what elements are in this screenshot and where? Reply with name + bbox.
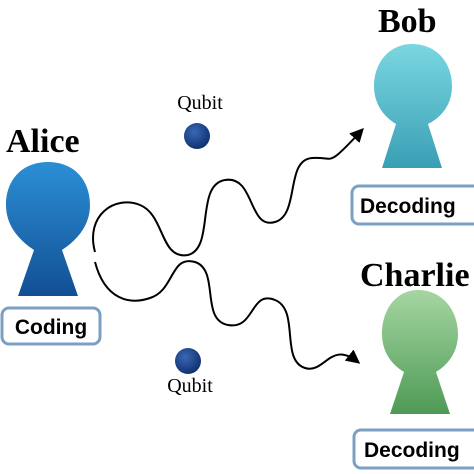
charlie-figure-icon (382, 290, 458, 414)
bob-group: Bob Decoding (350, 3, 474, 226)
charlie-name: Charlie (360, 257, 470, 294)
lower-wavy-arrow (94, 260, 361, 370)
lower-qubit-label: Qubit (167, 375, 213, 397)
bob-decoding-label: Decoding (360, 195, 456, 218)
alice-group: Alice Coding (0, 123, 102, 346)
bob-decoding-box (350, 184, 474, 226)
charlie-decoding-label: Decoding (364, 439, 460, 462)
alice-name: Alice (6, 123, 80, 160)
bob-figure-icon (374, 44, 452, 168)
upper-qubit-label: Qubit (177, 92, 223, 114)
upper-qubit: Qubit (177, 92, 223, 149)
alice-coding-label: Coding (15, 316, 87, 339)
upper-qubit-dot (184, 123, 210, 149)
lower-qubit-dot (175, 348, 201, 374)
charlie-group: Charlie Decoding (352, 257, 474, 470)
upper-wavy-arrow (92, 127, 364, 257)
charlie-decoding-box (352, 428, 474, 470)
alice-coding-box (0, 306, 102, 346)
alice-figure-icon (6, 162, 90, 296)
lower-qubit: Qubit (167, 348, 213, 397)
bob-name: Bob (378, 3, 437, 40)
